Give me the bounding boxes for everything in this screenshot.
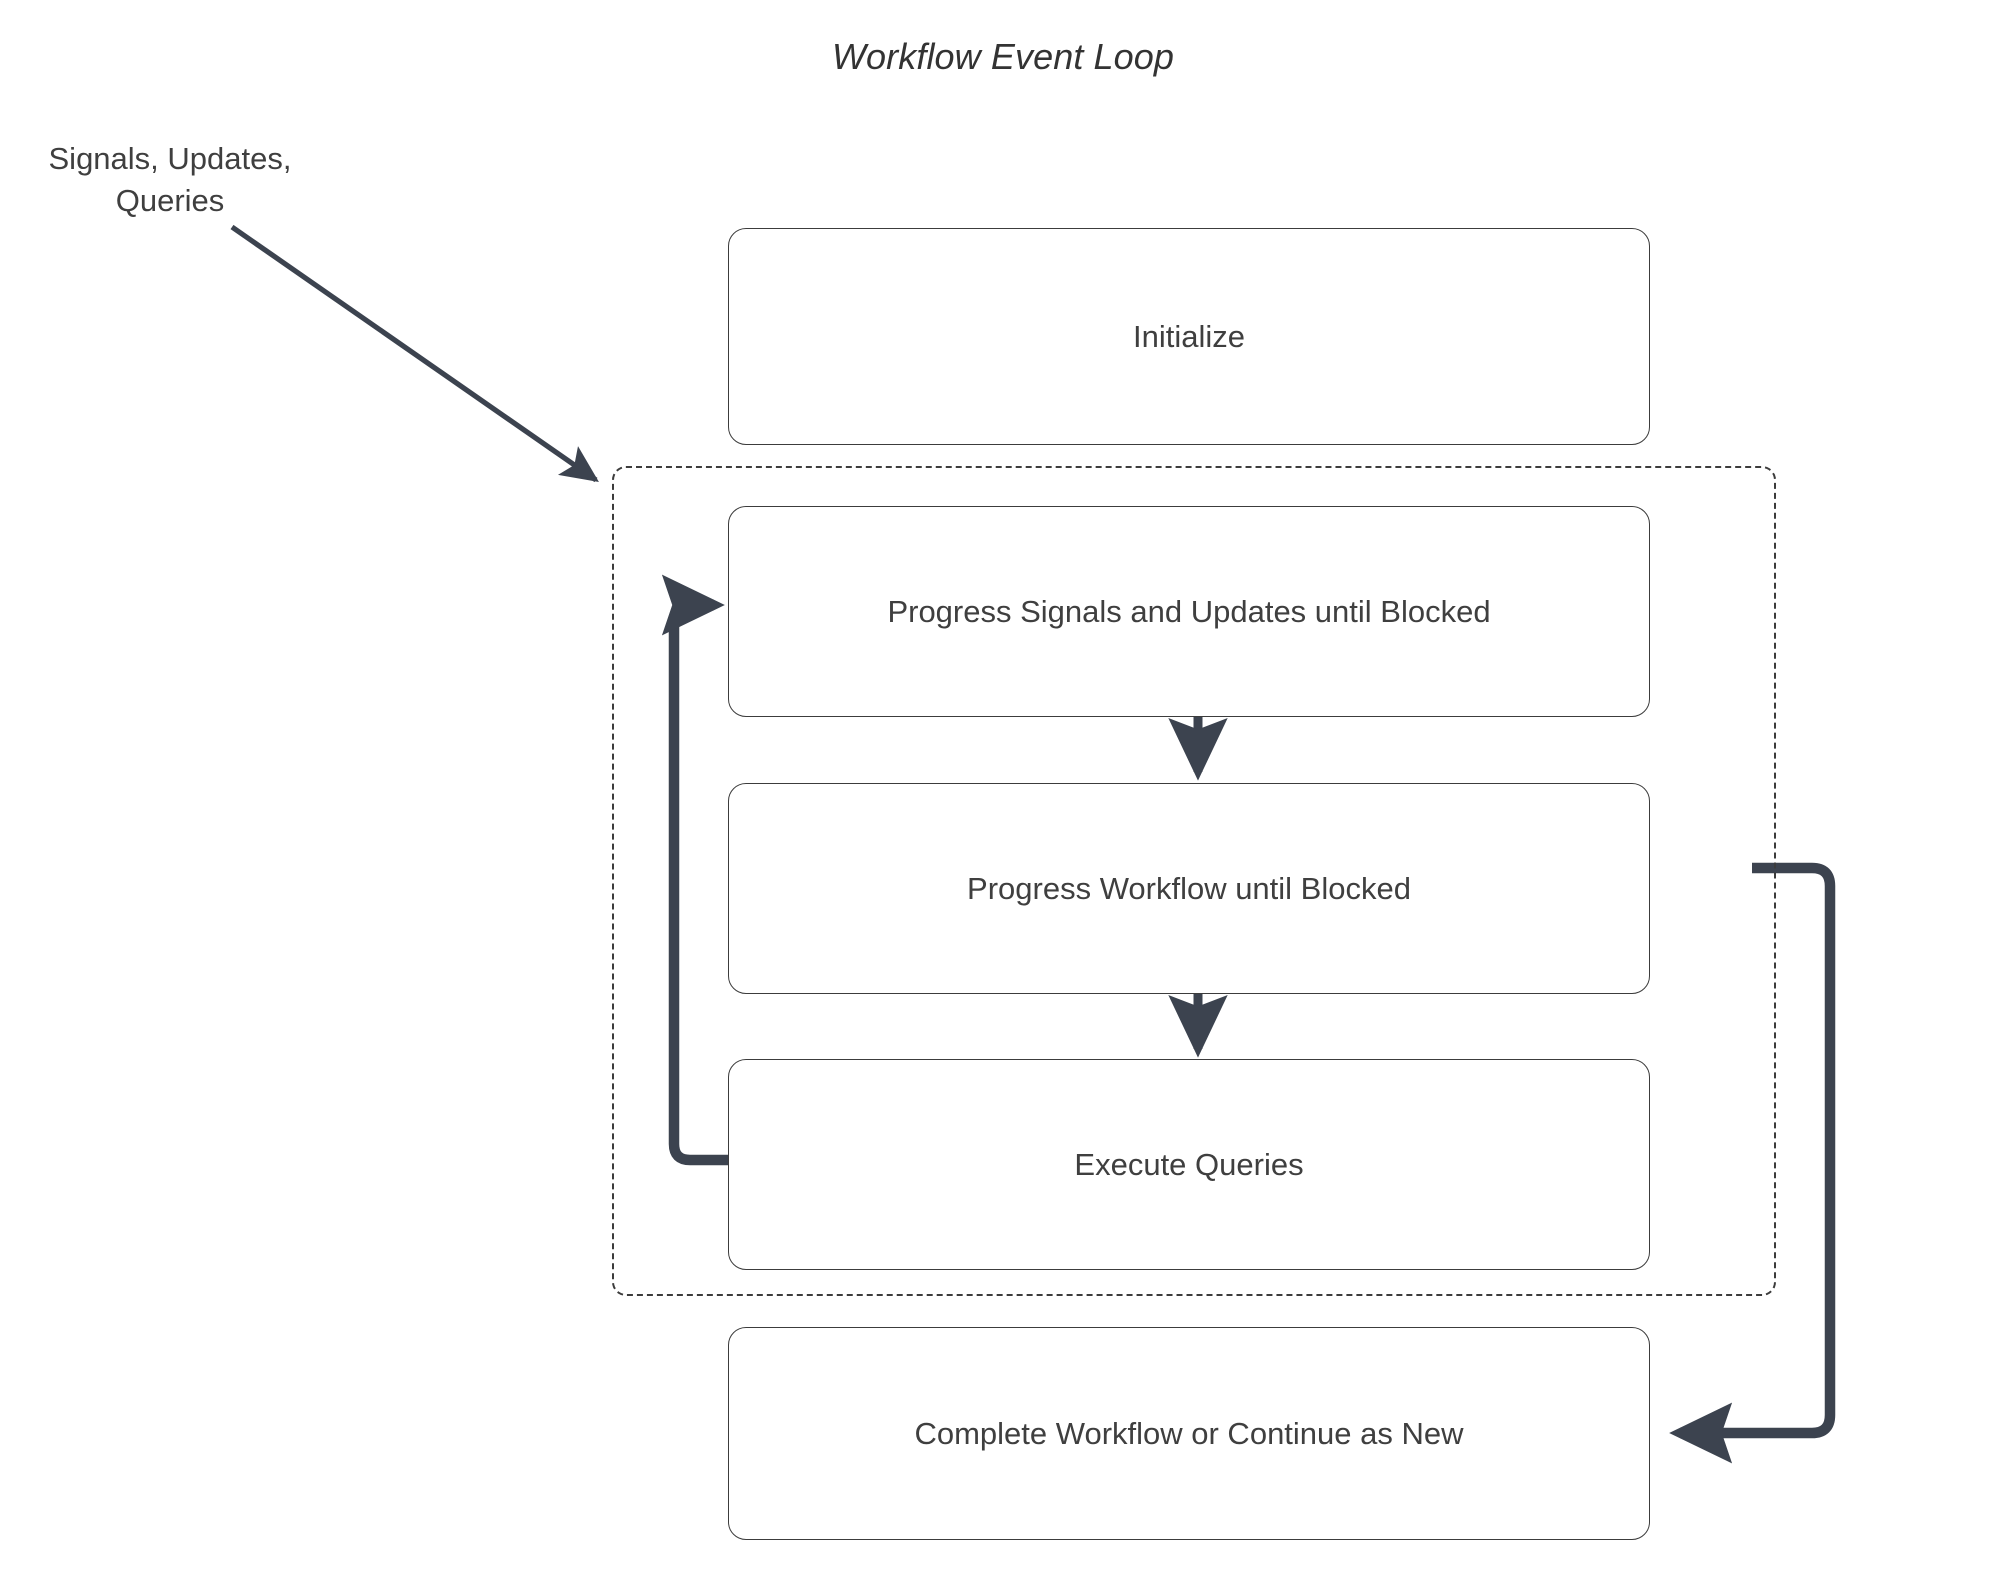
node-complete-workflow[interactable]: Complete Workflow or Continue as New <box>728 1327 1650 1540</box>
edge-signals-into-loop <box>230 224 599 483</box>
node-initialize[interactable]: Initialize <box>728 228 1650 445</box>
edge-loop-to-complete-workflow <box>1669 862 1836 1464</box>
input-edge-label: Signals, Updates, Queries <box>20 138 320 222</box>
node-execute-queries-label: Execute Queries <box>1074 1146 1304 1182</box>
node-progress-workflow[interactable]: Progress Workflow until Blocked <box>728 783 1650 994</box>
event-loop-container <box>612 466 1776 1296</box>
node-progress-workflow-label: Progress Workflow until Blocked <box>967 870 1411 906</box>
input-edge-label-line1: Signals, Updates, <box>48 141 292 176</box>
edge-execute-queries-loop-back <box>661 574 728 1166</box>
node-execute-queries[interactable]: Execute Queries <box>728 1059 1650 1270</box>
node-progress-signals-and-updates-label: Progress Signals and Updates until Block… <box>887 593 1491 629</box>
input-edge-label-line2: Queries <box>115 183 225 218</box>
diagram-title: Workflow Event Loop <box>831 36 1175 77</box>
node-initialize-label: Initialize <box>1133 318 1245 354</box>
node-progress-signals-and-updates[interactable]: Progress Signals and Updates until Block… <box>728 506 1650 717</box>
node-complete-workflow-label: Complete Workflow or Continue as New <box>914 1415 1464 1451</box>
